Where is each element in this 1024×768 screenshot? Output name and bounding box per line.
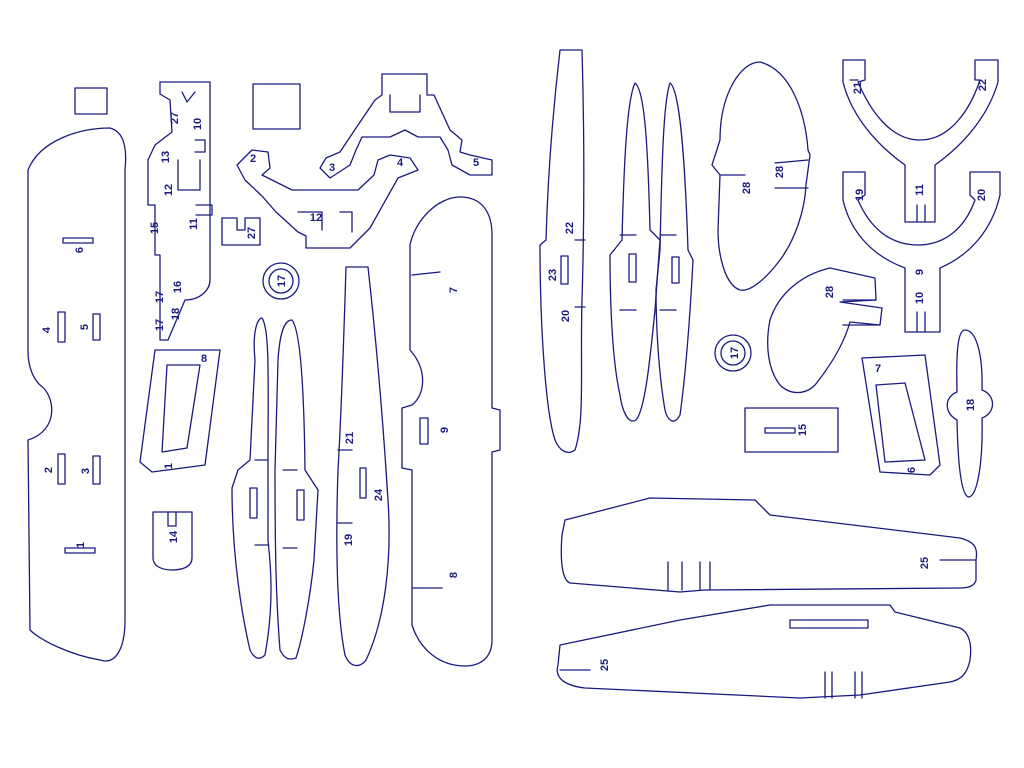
label-22: 22 <box>564 222 576 234</box>
label-10: 10 <box>192 118 204 130</box>
label-18: 18 <box>965 399 977 411</box>
tab-27-piece: 27 <box>221 217 261 246</box>
block-15: 15 <box>744 407 839 453</box>
label-27: 27 <box>246 227 258 239</box>
disc-17-piece: 17 <box>262 262 300 300</box>
label-7: 7 <box>448 287 460 293</box>
main-wing-piece: 4 5 6 2 3 1 <box>27 127 127 662</box>
label-23: 23 <box>547 269 559 281</box>
label-1: 1 <box>75 542 87 548</box>
label-5: 5 <box>79 324 91 330</box>
frame-piece: 2 3 4 5 12 <box>236 73 493 249</box>
label-20: 20 <box>976 189 988 201</box>
label-17: 17 <box>154 291 166 303</box>
label-24: 24 <box>373 488 385 501</box>
label-15: 15 <box>149 222 161 234</box>
label-4: 4 <box>41 326 53 333</box>
label-14: 14 <box>168 530 180 543</box>
disc-17-right: 17 <box>714 334 752 372</box>
fin-frame-piece: 8 1 <box>139 349 221 473</box>
label-12: 12 <box>163 184 175 196</box>
label-16: 16 <box>172 281 184 293</box>
label-4: 4 <box>397 157 404 169</box>
label-25: 25 <box>919 557 931 569</box>
label-3: 3 <box>329 162 335 174</box>
label-28: 28 <box>824 286 836 298</box>
fin-frame-right: 7 6 <box>861 354 941 476</box>
label-28: 28 <box>774 166 786 178</box>
label-18: 18 <box>170 308 182 320</box>
label-19: 19 <box>343 534 355 546</box>
label-17: 17 <box>276 275 288 287</box>
fuselage-25-bottom: 25 <box>556 604 972 699</box>
label-8: 8 <box>448 572 460 578</box>
label-7: 7 <box>875 363 881 375</box>
label-12: 12 <box>310 212 322 224</box>
label-10: 10 <box>914 292 926 304</box>
label-17: 17 <box>729 347 741 359</box>
label-5: 5 <box>473 157 479 169</box>
small-square-piece <box>74 87 108 115</box>
y-frame-top: 21 22 11 <box>842 59 999 223</box>
label-19: 19 <box>854 189 866 201</box>
label-11: 11 <box>914 184 926 196</box>
cockpit-column-piece: 27 10 13 12 11 15 17 16 17 18 <box>147 81 213 341</box>
label-17: 17 <box>154 319 166 331</box>
fuselage-25-top: 25 <box>560 497 978 593</box>
label-21: 21 <box>852 82 864 94</box>
label-6: 6 <box>74 247 86 253</box>
long-rib-pair <box>231 317 319 660</box>
label-1: 1 <box>163 463 175 469</box>
long-rib-pair-right <box>609 82 694 422</box>
y-frame-bottom: 19 20 9 10 <box>842 171 1001 333</box>
label-2: 2 <box>43 467 55 473</box>
tail-piece-28-top: 28 28 <box>711 61 811 291</box>
label-6: 6 <box>906 467 918 473</box>
label-9: 9 <box>439 427 451 433</box>
label-20: 20 <box>560 310 572 322</box>
label-22: 22 <box>977 79 989 91</box>
rib-21-24-19: 21 24 19 <box>336 266 390 667</box>
label-11: 11 <box>188 218 200 230</box>
tail-piece-28-bottom: 28 <box>767 267 883 394</box>
label-2: 2 <box>250 153 256 165</box>
label-25: 25 <box>599 659 611 671</box>
piece-14: 14 <box>152 511 193 571</box>
label-9: 9 <box>914 269 926 275</box>
label-21: 21 <box>344 432 356 444</box>
label-13: 13 <box>160 151 172 163</box>
label-8: 8 <box>201 353 207 365</box>
label-27: 27 <box>169 112 181 124</box>
wing-panel-7-9-8: 7 9 8 <box>401 196 501 667</box>
label-15: 15 <box>797 424 809 436</box>
long-wing-22-23-20: 22 23 20 <box>539 49 586 453</box>
propeller-18: 18 <box>946 329 994 498</box>
label-3: 3 <box>80 468 92 474</box>
label-28: 28 <box>741 182 753 194</box>
square-piece <box>252 83 301 130</box>
